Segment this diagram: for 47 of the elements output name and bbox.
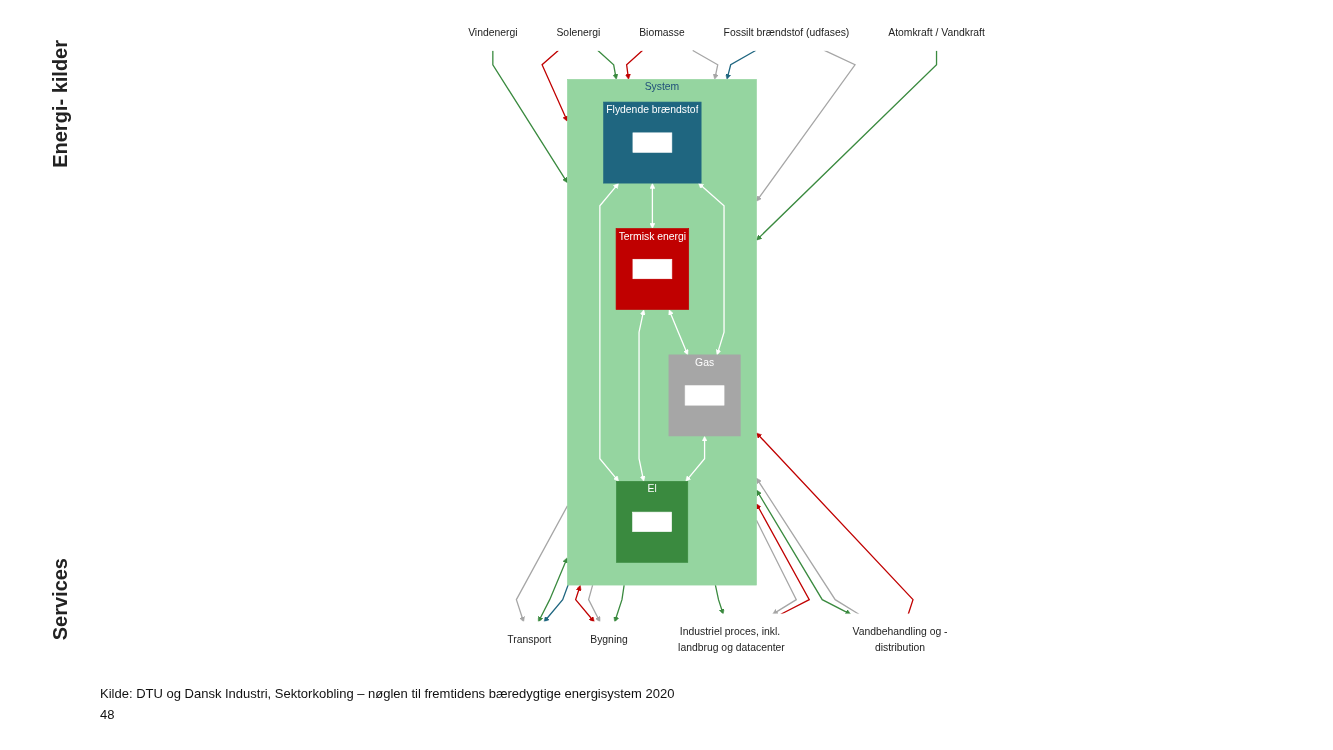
arrow — [625, 49, 644, 80]
arrow — [538, 557, 568, 623]
arrow — [698, 183, 725, 356]
arrow — [638, 309, 646, 482]
cluster: El — [616, 481, 689, 563]
arrow — [599, 183, 619, 482]
arrow — [649, 183, 656, 229]
node-box — [632, 132, 673, 153]
arrow — [725, 49, 757, 80]
arrow — [756, 489, 851, 615]
node-text: Biomasse — [639, 26, 685, 38]
arrow — [755, 519, 798, 615]
node-text: Vandbehandling og -distribution — [852, 625, 948, 653]
arrow — [543, 584, 569, 623]
node-box — [632, 511, 672, 532]
cluster: Flydende brændstof — [603, 101, 702, 184]
row-label: Energi- kilder — [48, 40, 72, 168]
node-text: Fossilt brændstof (udfases) — [723, 26, 850, 38]
arrow — [492, 49, 568, 184]
arrow — [596, 49, 619, 80]
arrow — [756, 49, 938, 241]
node-text: Bygning — [590, 633, 628, 645]
arrow — [691, 49, 719, 80]
arrow — [668, 309, 689, 356]
node-text: Transport — [507, 633, 552, 645]
cluster: Gas — [668, 354, 741, 437]
node-box — [684, 385, 725, 406]
node-text: Industriel proces, inkl. landbrug og datacenter — [678, 625, 785, 653]
source-caption: Kilde: DTU og Dansk Industri, Sektorkobling – nøglen til fremtidens bæredygtige energisystem 2020 — [100, 686, 676, 701]
arrow — [756, 503, 811, 615]
node-text: Solenergi — [556, 26, 601, 38]
node-box — [632, 258, 673, 280]
node-text: Vindenergi — [468, 26, 518, 38]
arrow — [541, 49, 568, 122]
arrow — [756, 432, 914, 615]
row-label: Services — [48, 557, 72, 640]
cluster: Termisk energi — [615, 228, 690, 310]
node-text: Atomkraft / Vandkraft — [888, 26, 985, 38]
page-number: 48 — [100, 707, 116, 722]
arrow — [515, 505, 569, 623]
arrow — [756, 477, 860, 615]
arrow — [613, 584, 625, 623]
arrow — [574, 585, 595, 623]
arrow — [756, 49, 856, 202]
arrow — [685, 435, 708, 482]
arrow — [587, 584, 601, 623]
arrow — [714, 584, 725, 615]
